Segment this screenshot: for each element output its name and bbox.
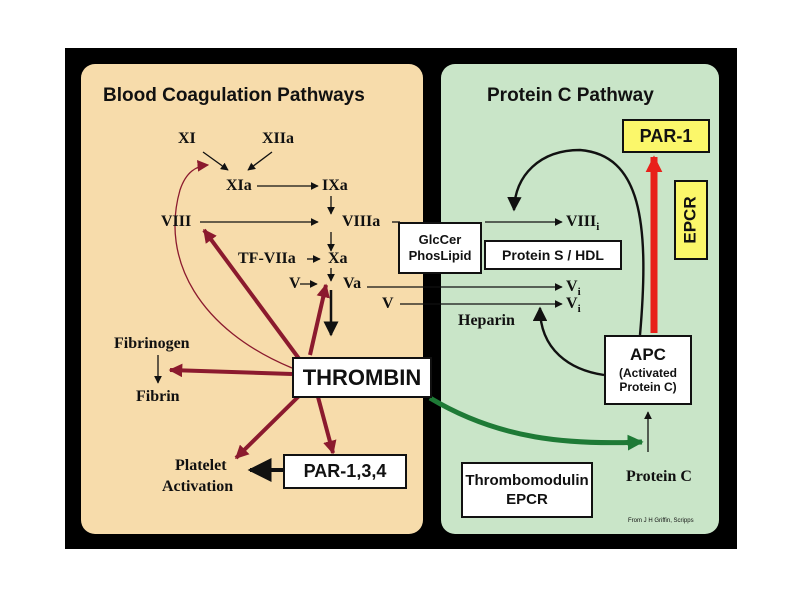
fibrinogen: Fibrinogen [114, 335, 190, 352]
factor-v-inactive-top: Vi [566, 278, 581, 299]
factor-xia: XIa [226, 177, 252, 194]
right-panel-title: Protein C Pathway [487, 85, 654, 106]
par134-box: PAR-1,3,4 [283, 454, 407, 489]
heparin: Heparin [458, 312, 515, 329]
activation-label: Activation [162, 478, 234, 495]
apc-line2: (Activated [618, 365, 677, 380]
factor-v-inactive-bottom: Vi [566, 295, 581, 316]
factor-xi: XI [178, 130, 196, 147]
factor-ixa: IXa [322, 177, 348, 194]
arrow-thrombin-par [316, 396, 337, 455]
factor-v-mid: V [382, 295, 394, 312]
arrow-apc-vi [532, 306, 605, 377]
thrombomodulin-label: Thrombomodulin [465, 471, 589, 489]
arrow-thrombin-platelet [234, 393, 302, 460]
par1-box: PAR-1 [622, 119, 710, 153]
fibrin: Fibrin [136, 388, 180, 405]
protein-s-hdl-box: Protein S / HDL [484, 240, 622, 270]
arrow-xi-xia [202, 151, 229, 171]
epcr-vertical-box: EPCR [674, 180, 708, 260]
epcr-vertical-label: EPCR [681, 196, 701, 244]
factor-viii-inactive: VIIIi [566, 213, 600, 234]
arrow-thrombin-fibrin [168, 363, 293, 378]
thrombin-box: THROMBIN [292, 357, 432, 398]
factor-tf-viia: TF-VIIa [238, 250, 296, 267]
left-panel-title: Blood Coagulation Pathways [103, 85, 365, 106]
apc-box: APC (Activated Protein C) [604, 335, 692, 405]
arrow-thrombin-viii [202, 228, 302, 362]
apc-title: APC [630, 345, 666, 365]
glccer-phoslipid-box: GlcCer PhosLipid [398, 222, 482, 274]
protein-c: Protein C [626, 468, 692, 485]
thrombomodulin-epcr-box: Thrombomodulin EPCR [461, 462, 593, 518]
arrow-thrombin-v [308, 283, 330, 356]
arrow-thrombin-proteinc [428, 395, 644, 451]
platelet-label: Platelet [175, 457, 227, 474]
arrow-xiia-xia [247, 151, 273, 171]
arrow-apc-viiii [507, 148, 645, 336]
glccer-label: GlcCer [418, 231, 462, 247]
source-credit: From J H Griffin, Scripps [628, 518, 694, 524]
factor-viiia: VIIIa [342, 213, 381, 230]
factor-viii: VIII [161, 213, 192, 230]
factor-v-left: V [289, 275, 301, 292]
factor-xa: Xa [328, 250, 348, 267]
factor-xiia: XIIa [262, 130, 295, 147]
apc-line3: Protein C) [619, 380, 677, 395]
epcr-label: EPCR [506, 491, 548, 508]
arrow-thrombin-xia [174, 160, 293, 369]
factor-va: Va [343, 275, 362, 292]
phoslipid-label: PhosLipid [408, 248, 472, 263]
